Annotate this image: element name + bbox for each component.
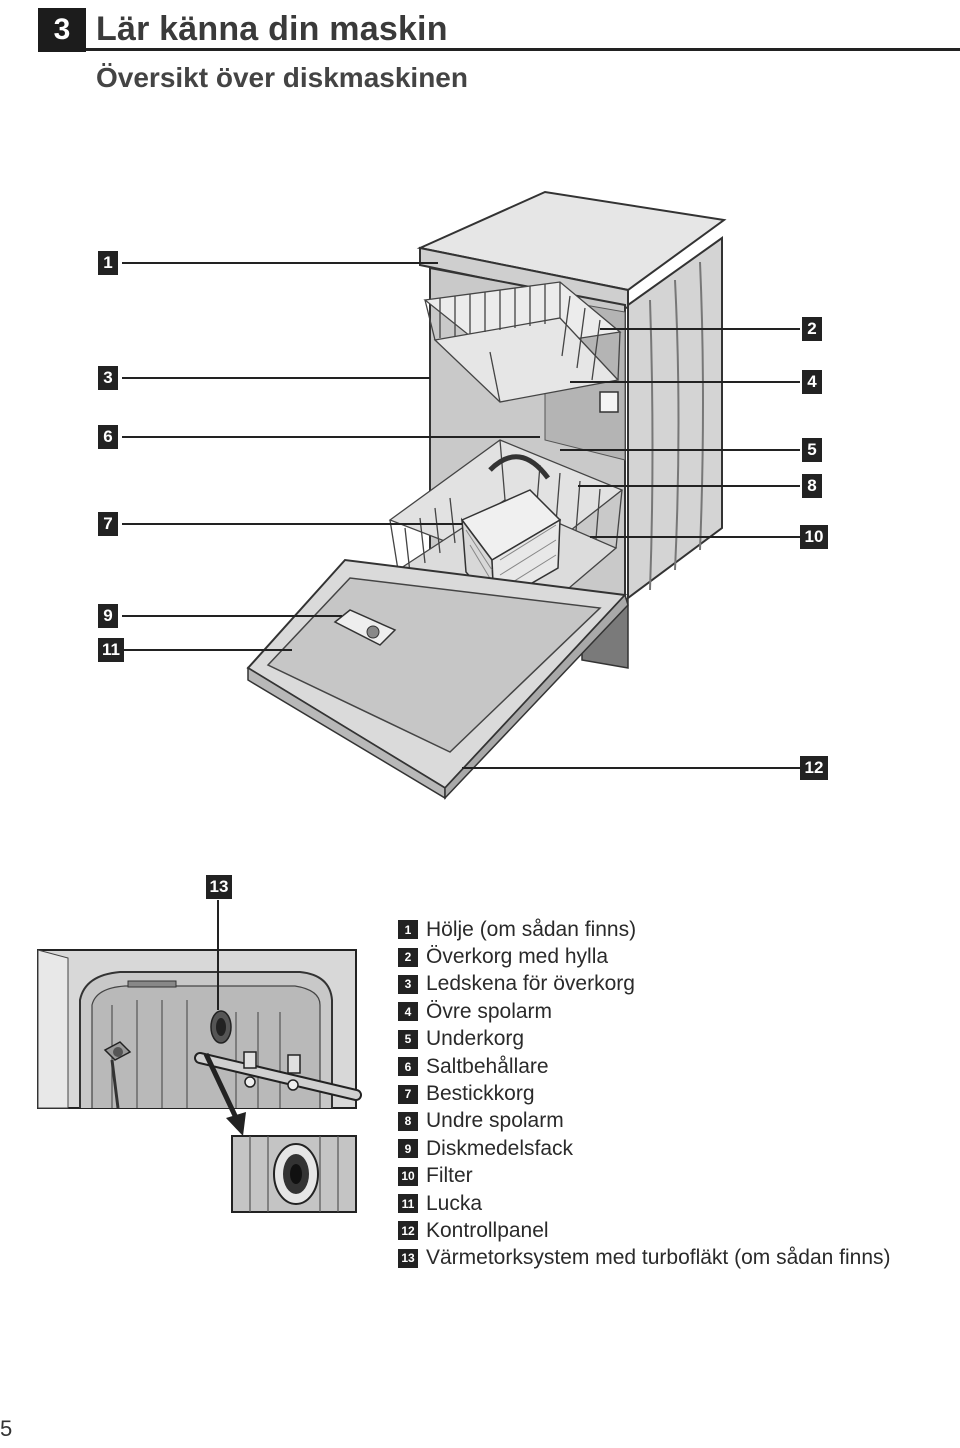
callout-line-2: [600, 328, 800, 330]
legend-label: Filter: [426, 1164, 473, 1188]
legend-number: 4: [398, 1002, 418, 1022]
callout-line-11: [122, 649, 292, 651]
callout-line-4: [570, 381, 800, 383]
section-divider: [86, 48, 960, 51]
legend-number: 13: [398, 1248, 418, 1268]
legend-number: 9: [398, 1139, 418, 1159]
callout-line-5: [560, 449, 800, 451]
legend-number: 1: [398, 920, 418, 940]
legend-label: Kontrollpanel: [426, 1218, 549, 1242]
callout-badge-6: 6: [98, 425, 118, 449]
page-subtitle: Översikt över diskmaskinen: [96, 62, 468, 93]
legend-label: Överkorg med hylla: [426, 945, 609, 969]
legend-item: 11 Lucka: [398, 1190, 891, 1217]
callout-line-6: [122, 436, 540, 438]
section-number-badge: 3: [38, 8, 86, 52]
legend-label: Undre spolarm: [426, 1109, 564, 1133]
callout-badge-5: 5: [802, 438, 822, 462]
callout-line-12: [462, 767, 800, 769]
callout-badge-13: 13: [206, 875, 232, 899]
parts-legend: 1 Hölje (om sådan finns) 2 Överkorg med hy…: [398, 916, 891, 1272]
legend-number: 6: [398, 1057, 418, 1077]
legend-item: 3 Ledskena för överkorg: [398, 971, 891, 998]
callout-badge-9: 9: [98, 604, 118, 628]
callout-badge-12: 12: [800, 756, 828, 780]
legend-number: 7: [398, 1084, 418, 1104]
legend-label: Övre spolarm: [426, 999, 553, 1023]
legend-item: 10 Filter: [398, 1163, 891, 1190]
legend-item: 12 Kontrollpanel: [398, 1217, 891, 1244]
legend-item: 5 Underkorg: [398, 1026, 891, 1053]
legend-label: Saltbehållare: [426, 1054, 549, 1078]
callout-badge-11: 11: [98, 638, 124, 662]
callout-badge-1: 1: [98, 251, 118, 275]
page-number: 5: [0, 1416, 13, 1441]
callout-badge-10: 10: [800, 525, 828, 549]
legend-number: 2: [398, 947, 418, 967]
legend-label: Ledskena för överkorg: [426, 972, 635, 996]
callout-badge-3: 3: [98, 366, 118, 390]
legend-item: 7 Bestickkorg: [398, 1080, 891, 1107]
legend-label: Hölje (om sådan finns): [426, 917, 637, 941]
legend-label: Diskmedelsfack: [426, 1136, 574, 1160]
legend-number: 11: [398, 1194, 418, 1214]
callout-badge-2: 2: [802, 317, 822, 341]
callout-line-8: [578, 485, 800, 487]
legend-item: 6 Saltbehållare: [398, 1053, 891, 1080]
legend-label: Bestickkorg: [426, 1082, 535, 1106]
legend-item: 1 Hölje (om sådan finns): [398, 916, 891, 943]
callout-line-3: [122, 377, 430, 379]
legend-item: 13 Värmetorksystem med turbofläkt (om såd…: [398, 1245, 891, 1272]
callout-line-7: [122, 523, 462, 525]
callout-line-10: [590, 536, 800, 538]
legend-number: 5: [398, 1029, 418, 1049]
callout-badge-8: 8: [802, 474, 822, 498]
callout-line-1: [122, 262, 438, 264]
legend-item: 2 Överkorg med hylla: [398, 943, 891, 970]
legend-item: 4 Övre spolarm: [398, 998, 891, 1025]
callout-line-9: [122, 615, 342, 617]
legend-label: Underkorg: [426, 1027, 525, 1051]
legend-number: 12: [398, 1221, 418, 1241]
legend-label: Lucka: [426, 1191, 483, 1215]
section-title: Lär känna din maskin: [96, 10, 448, 48]
callout-badge-7: 7: [98, 512, 118, 536]
legend-number: 3: [398, 974, 418, 994]
legend-number: 8: [398, 1111, 418, 1131]
legend-label: Värmetorksystem med turbofläkt (om sådan…: [426, 1246, 891, 1270]
legend-number: 10: [398, 1166, 418, 1186]
callout-badge-4: 4: [802, 370, 822, 394]
legend-item: 8 Undre spolarm: [398, 1108, 891, 1135]
legend-item: 9 Diskmedelsfack: [398, 1135, 891, 1162]
